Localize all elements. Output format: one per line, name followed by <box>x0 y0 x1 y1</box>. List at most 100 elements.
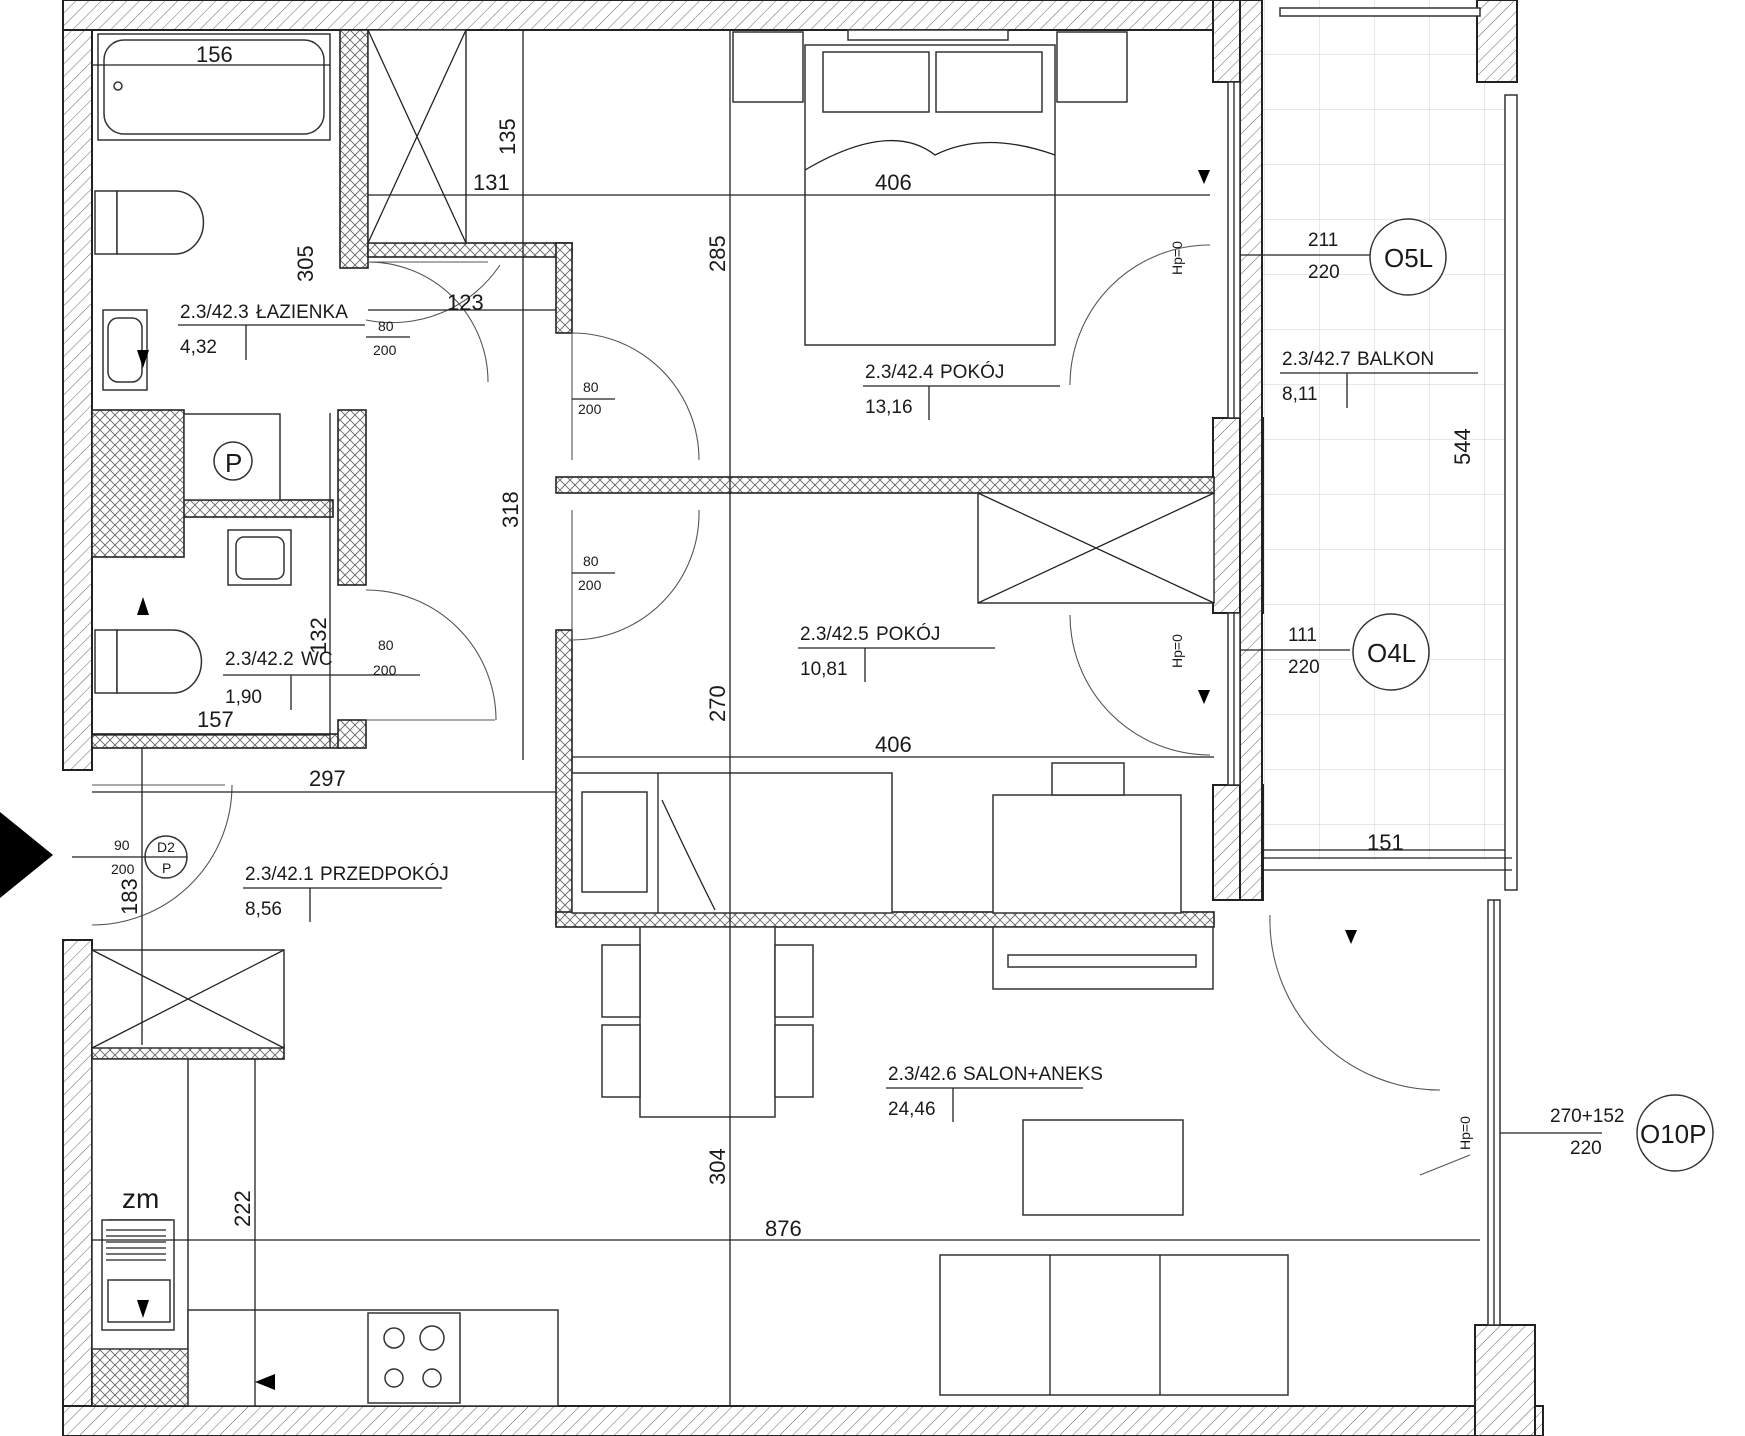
ventilation-arrow-icon <box>137 350 149 368</box>
room-area: 8,56 <box>245 899 282 920</box>
door-tag-pokoj2: 80 200 <box>572 553 615 593</box>
dim-123: 123 <box>447 290 484 315</box>
meter-label: P <box>225 448 242 478</box>
ventilation-arrow-icon <box>137 597 149 615</box>
cooktop <box>367 1312 461 1404</box>
entrance-arrow-icon <box>0 812 53 898</box>
balcony-railing <box>1262 7 1518 891</box>
room-label-balkon: 2.3/42.7 BALKON 8,11 <box>1280 349 1478 408</box>
dim-balcony-depth: 151 <box>1367 830 1404 855</box>
window-o4l-frame <box>1227 612 1241 786</box>
room-code: 2.3/42.6 <box>888 1064 957 1085</box>
balcony-floor <box>1262 0 1512 860</box>
room-name: PRZEDPOKÓJ <box>320 863 449 885</box>
meter-box <box>183 413 281 501</box>
door-width: 80 <box>583 379 599 395</box>
coffee-table <box>1022 1119 1184 1216</box>
shower <box>367 29 467 244</box>
dim-wc-height: 132 <box>306 617 331 654</box>
bathtub <box>97 33 331 141</box>
door-swings <box>91 244 1471 1176</box>
door-width: 80 <box>378 318 394 334</box>
dimension-lines <box>92 30 1505 1406</box>
room-label-salon: 2.3/42.6 SALON+ANEKS 24,46 <box>886 1064 1103 1122</box>
window-label: O10P <box>1640 1119 1707 1149</box>
room-area: 4,32 <box>180 337 217 358</box>
window-height: 220 <box>1308 262 1340 283</box>
room-code: 2.3/42.3 <box>180 302 249 323</box>
ventilation-arrow-icon <box>1345 930 1357 944</box>
toilet-wc <box>94 629 203 694</box>
direction-arrows <box>0 170 1357 1390</box>
window-label: O4L <box>1367 638 1416 668</box>
window-label: O5L <box>1384 243 1433 273</box>
window-tag-o5l: 211 220 O5L Hp=0 <box>1169 218 1447 296</box>
room-area: 13,16 <box>865 397 913 418</box>
nightstand-left <box>732 31 804 103</box>
dim-bath-height: 305 <box>293 245 318 282</box>
window-sill: Hp=0 <box>1169 241 1185 275</box>
door-width: 90 <box>114 837 130 853</box>
tv-cabinet <box>992 926 1214 990</box>
room-label-pokoj1: 2.3/42.4 POKÓJ 13,16 <box>863 361 1060 420</box>
bed-room1 <box>804 29 1056 346</box>
room-label-pokoj2: 2.3/42.5 POKÓJ 10,81 <box>798 623 995 682</box>
ventilation-arrow-icon <box>1198 690 1210 704</box>
dim-318: 318 <box>498 491 523 528</box>
room-label-przedpokoj: 2.3/42.1 PRZEDPOKÓJ 8,56 <box>243 863 449 922</box>
dim-room2-width: 406 <box>875 732 912 757</box>
door-height: 200 <box>373 342 397 358</box>
ventilation-arrow-icon <box>137 1300 149 1318</box>
door-height: 200 <box>111 861 135 877</box>
room-name: SALON+ANEKS <box>963 1064 1103 1085</box>
room-code: 2.3/42.4 <box>865 362 934 383</box>
room-code: 2.3/42.5 <box>800 624 869 645</box>
door-type-top: D2 <box>157 839 175 855</box>
dim-bath-width: 156 <box>196 42 233 67</box>
window-sill: Hp=0 <box>1169 634 1185 668</box>
hall-wardrobe <box>91 949 285 1049</box>
room-code: 2.3/42.2 <box>225 649 294 670</box>
dim-room1-width: 406 <box>875 170 912 195</box>
dimension-labels: 156 305 135 131 123 285 406 318 406 270 … <box>117 42 1475 1241</box>
door-tag-pokoj1: 80 200 <box>572 379 615 417</box>
door-tag-lazienka: 80 200 <box>366 318 410 358</box>
window-height: 220 <box>1288 657 1320 678</box>
window-sill: Hp=0 <box>1457 1116 1473 1150</box>
room-area: 8,11 <box>1282 384 1318 405</box>
room-code: 2.3/42.1 <box>245 864 314 885</box>
door-type-bottom: P <box>162 860 171 876</box>
dim-salon-width: 876 <box>765 1216 802 1241</box>
ventilation-arrow-icon <box>1198 170 1210 184</box>
window-o5l-frame <box>1227 81 1241 419</box>
dining-table <box>601 926 814 1118</box>
window-tag-o4l: 111 220 O4L Hp=0 <box>1169 613 1430 691</box>
room-name: POKÓJ <box>876 623 940 645</box>
door-height: 200 <box>373 662 397 678</box>
wardrobe-room2 <box>977 492 1215 604</box>
dim-wc-width: 157 <box>197 707 234 732</box>
dim-balcony-length: 544 <box>1450 428 1475 465</box>
dim-wardrobe-depth: 135 <box>495 118 520 155</box>
sink-wc <box>227 529 292 586</box>
toilet-bathroom <box>94 190 205 255</box>
room-label-lazienka: 2.3/42.3 ŁAZIENKA 4,32 <box>178 302 365 360</box>
door-tag-wc: 80 200 <box>373 637 397 678</box>
window-height: 220 <box>1570 1138 1602 1159</box>
door-tag-entrance: 90 200 D2 P <box>72 835 188 879</box>
ventilation-arrow-icon <box>255 1374 275 1390</box>
dim-salon-height: 304 <box>705 1148 730 1185</box>
room-label-wc: 2.3/42.2 WC 1,90 <box>223 649 420 710</box>
dim-hall-width: 297 <box>309 766 346 791</box>
window-o10p-frame <box>1487 899 1501 1326</box>
room-area: 24,46 <box>888 1099 936 1120</box>
outer-walls <box>62 0 1544 1436</box>
door-height: 200 <box>578 577 602 593</box>
nightstand-right <box>1056 31 1128 103</box>
room-area: 1,90 <box>225 687 262 708</box>
zm-label: zm <box>122 1183 159 1214</box>
window-tag-o10p: 270+152 220 O10P Hp=0 <box>1457 1094 1714 1172</box>
dim-285: 285 <box>705 235 730 272</box>
window-width: 211 <box>1308 230 1338 251</box>
